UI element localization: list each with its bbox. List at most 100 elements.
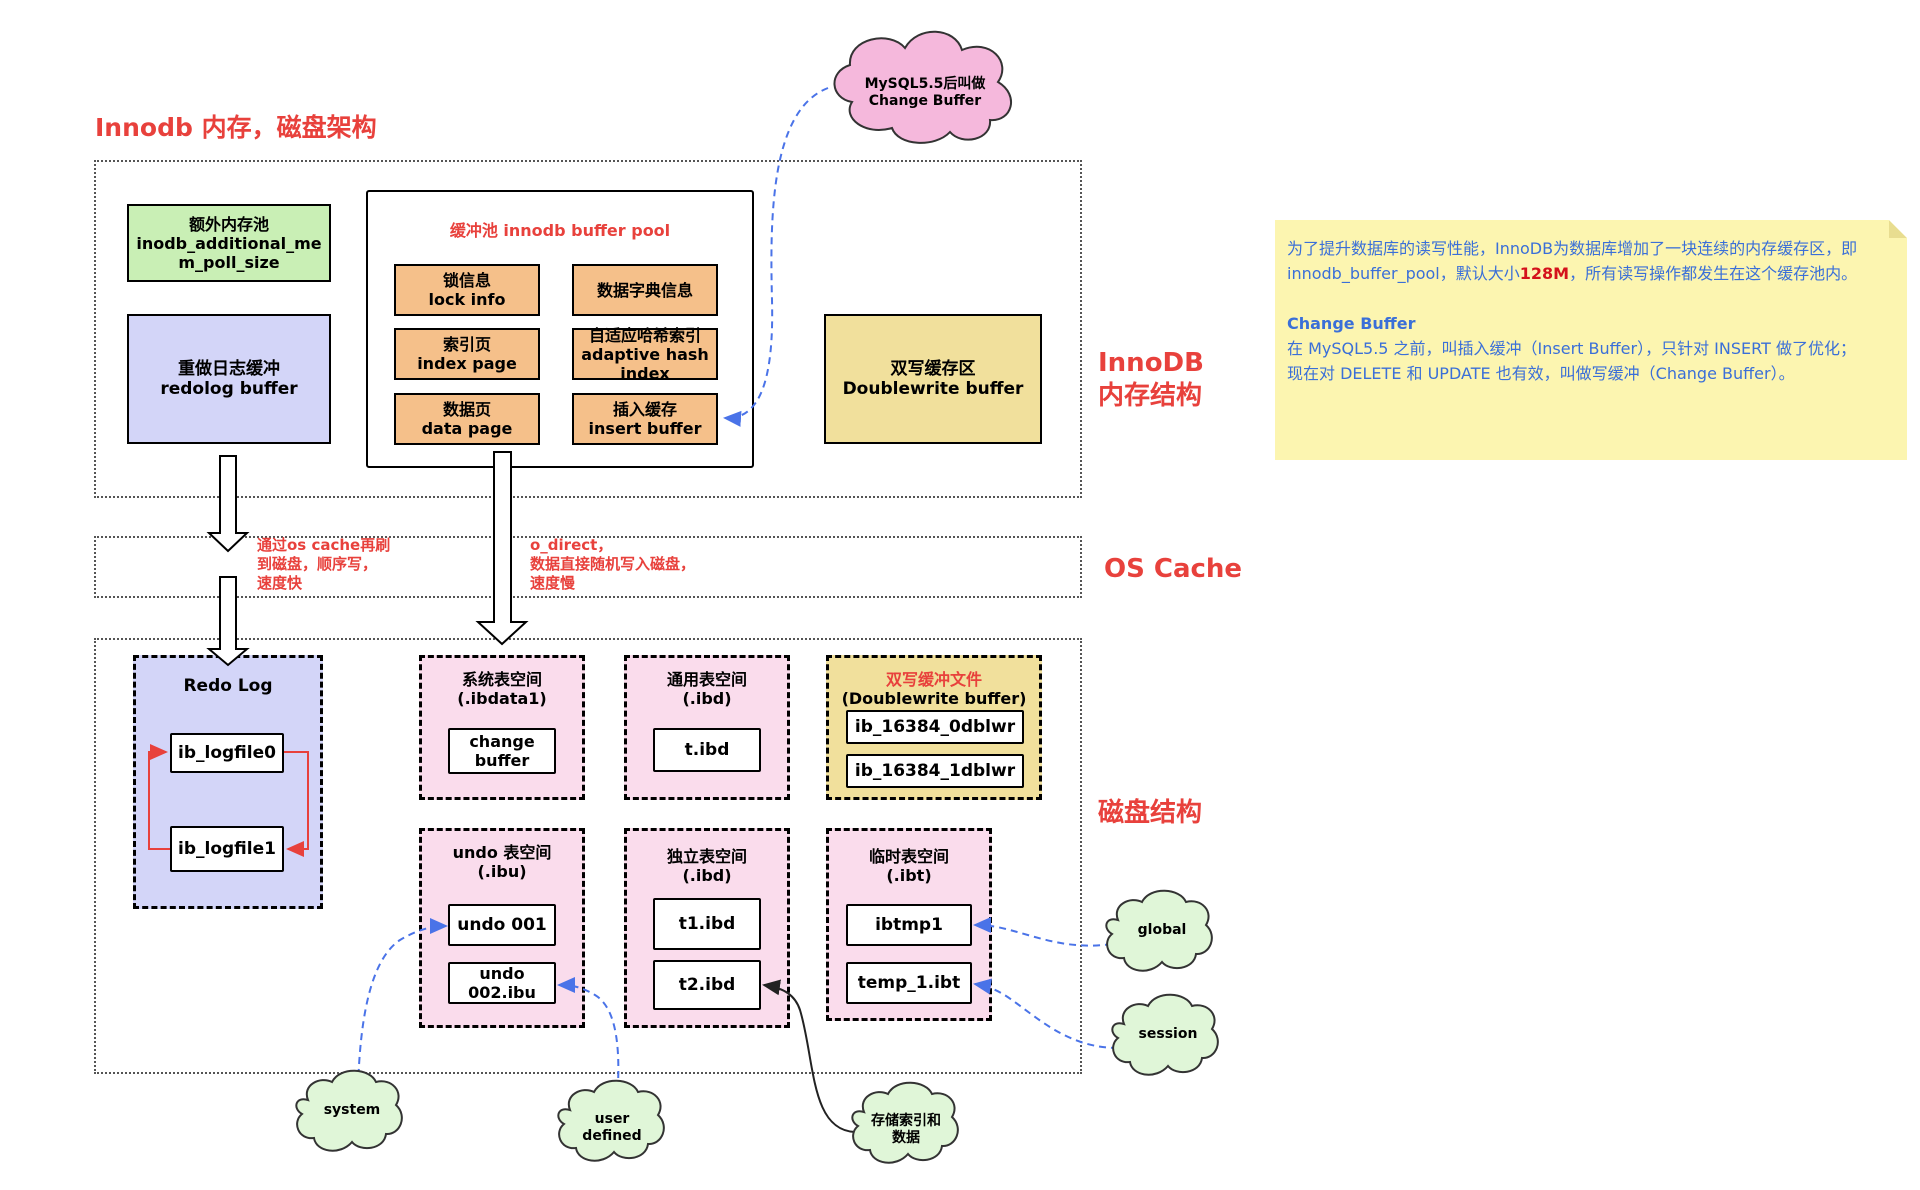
undo-002-file: undo 002.ibu [448,962,556,1004]
session-cloud [1111,993,1219,1076]
sequential-note-line1: 通过os cache再刷 [257,536,391,554]
logfile0-to-logfile1-arrow [284,751,309,857]
system-ts-line1: 系统表空间 [461,670,542,689]
mysql55-cloud-label: MySQL5.5后叫做 Change Buffer [850,68,1000,118]
sequential-note-line3: 速度快 [257,574,303,592]
temp-1-ibt-file: temp_1.ibt [846,962,972,1004]
redolog-buffer: 重做日志缓冲 redolog buffer [127,314,331,444]
note-para1-line2: innodb_buffer_pool，默认大小128M，所有读写操作都发生在这个… [1287,261,1895,286]
session-to-temp1-connector [973,978,1119,1049]
redolog-buffer-line2: redolog buffer [160,379,298,399]
session-cloud-label: session [1138,1025,1198,1042]
innodb-title-line2: 内存结构 [1098,381,1203,411]
lock-info-block: 锁信息 lock info [394,264,540,316]
lock-info-line1: 锁信息 [442,271,491,290]
general-ts-line1: 通用表空间 [666,670,747,689]
disk-structure-title: 磁盘结构 [1098,798,1203,828]
general-ts-line2: (.ibd) [682,689,732,708]
oscache-to-redolog-arrow [206,576,250,667]
t1-ibd-file: t1.ibd [653,898,761,950]
dblwr-file-1: ib_16384_1dblwr [846,754,1024,788]
redolog-to-oscache-arrow [206,455,250,553]
user-defined-cloud [557,1079,665,1162]
note-size-value: 128M [1519,264,1570,283]
buffer-pool-note: 为了提升数据库的读写性能，InnoDB为数据库增加了一块连续的内存缓存区，即 i… [1275,220,1907,460]
additional-pool-line2: inodb_additional_me [136,233,322,253]
storage-line1: 存储索引和 [871,1113,941,1129]
lock-info-line2: lock info [428,290,506,309]
user-defined-cloud-label: user defined [562,1108,662,1148]
global-to-ibtmp1-connector [973,917,1113,947]
index-page-line1: 索引页 [442,335,491,354]
doublewrite-memory-line2: Doublewrite buffer [842,379,1024,399]
dw-file-line2: (Doublewrite buffer) [841,689,1027,708]
global-cloud [1105,889,1213,972]
index-page-block: 索引页 index page [394,328,540,380]
redolog-buffer-line1: 重做日志缓冲 [178,359,280,379]
ib-logfile1: ib_logfile1 [170,826,284,872]
change-buffer-file: change buffer [448,728,556,774]
memory-region [94,160,1082,498]
temp-ts-line1: 临时表空间 [868,847,949,866]
ibtmp1-file: ibtmp1 [846,904,972,946]
index-page-line2: index page [417,354,517,373]
doublewrite-buffer-memory: 双写缓存区 Doublewrite buffer [824,314,1042,444]
bufferpool-to-disk-arrow [475,451,529,646]
innodb-title-line1: InnoDB [1098,348,1204,378]
adaptive-hash-line1: 自适应哈希索引 [588,325,701,345]
file-ts-line1: 独立表空间 [666,847,747,866]
dblwr-file-0: ib_16384_0dblwr [846,710,1024,744]
os-cache-region [94,536,1082,598]
sequential-note-line2: 到磁盘，顺序写， [257,555,378,573]
o-direct-note: o_direct， 数据直接随机写入磁盘， 速度慢 [530,536,695,593]
insert-buffer-block: 插入缓存 insert buffer [572,393,718,445]
system-cloud [295,1069,403,1152]
insert-buffer-line1: 插入缓存 [612,400,677,419]
o-direct-line2: 数据直接随机写入磁盘， [530,555,696,573]
note-para1-line1: 为了提升数据库的读写性能，InnoDB为数据库增加了一块连续的内存缓存区，即 [1287,239,1858,258]
system-ts-line2: (.ibdata1) [457,689,547,708]
data-page-line2: data page [421,419,513,438]
adaptive-hash-line2: adaptive hash [581,344,709,364]
t2-ibd-file: t2.ibd [653,960,761,1010]
system-to-undo001-connector [357,918,448,1089]
change-buffer-line1: change [469,732,535,751]
global-cloud-label: global [1137,921,1187,938]
main-title: Innodb 内存，磁盘架构 [95,113,377,142]
doublewrite-memory-line1: 双写缓存区 [890,359,976,379]
adaptive-hash-line3: index [620,363,670,383]
mysql55-to-insert-buffer-connector [723,87,829,427]
note-para2-line2: 现在对 DELETE 和 UPDATE 也有效，叫做写缓冲（Change Buf… [1287,364,1795,383]
buffer-pool-title: 缓冲池 innodb buffer pool [449,221,671,240]
o-direct-line1: o_direct， [530,536,613,554]
temp-ts-line2: (.ibt) [886,866,932,885]
storage-line2: 数据 [892,1130,920,1146]
dw-file-line1: 双写缓冲文件 [885,670,982,689]
mysql55-line1: MySQL5.5后叫做 [864,76,986,92]
undo-002-line1: undo [479,964,525,983]
t-ibd-file: t.ibd [653,728,761,772]
insert-buffer-line2: insert buffer [588,419,702,438]
user-defined-line2: defined [582,1128,642,1144]
logfile1-to-logfile0-arrow [148,744,170,850]
general-tablespace: 通用表空间 (.ibd) [624,655,790,800]
note-change-buffer-title: Change Buffer [1287,314,1416,333]
data-dictionary-label: 数据字典信息 [596,280,693,300]
mysql55-cloud [833,30,1012,144]
storage-cloud-label: 存储索引和 数据 [856,1110,956,1150]
system-cloud-label: system [323,1101,381,1118]
redo-log-title: Redo Log [183,676,273,696]
disk-region [94,638,1082,1074]
innodb-memory-title: InnoDB 内存结构 [1098,347,1204,413]
note-para1-c: ，所有读写操作都发生在这个缓存池内。 [1569,264,1858,283]
note-folded-corner [1889,220,1907,238]
mysql55-line2: Change Buffer [868,93,982,109]
data-page-block: 数据页 data page [394,393,540,445]
storage-to-t2-connector [762,979,856,1133]
change-buffer-line2: buffer [474,751,530,770]
ib-logfile0: ib_logfile0 [170,733,284,773]
user-defined-line1: user [594,1111,630,1127]
file-ts-line2: (.ibd) [682,866,732,885]
additional-pool-line1: 额外内存池 [188,214,269,234]
